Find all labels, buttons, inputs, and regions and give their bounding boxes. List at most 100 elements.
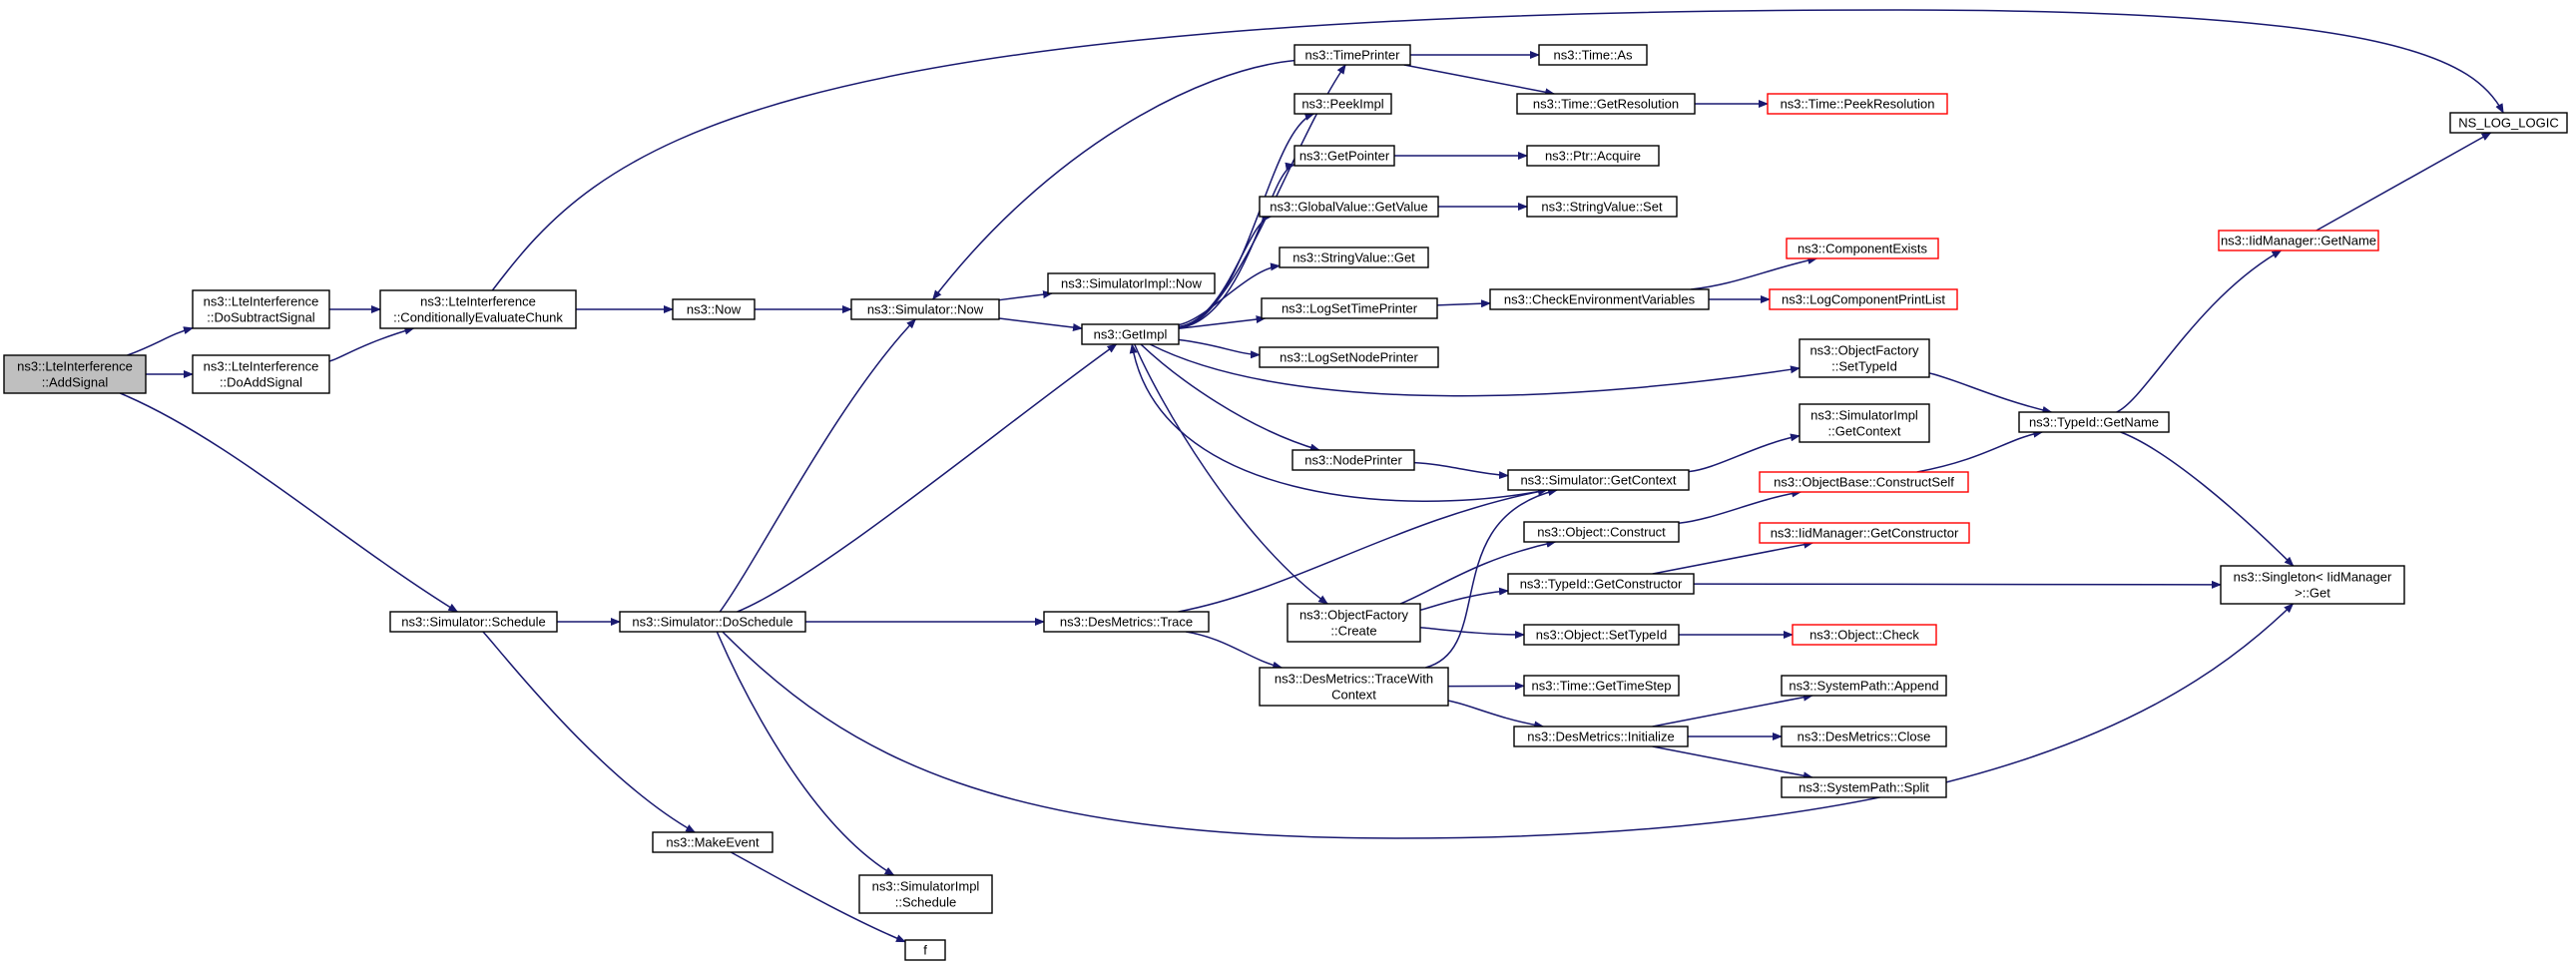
edge-ObjectFactoryCreate-to-ObjectConstruct [1399, 540, 1557, 605]
node-label: ::AddSignal [42, 375, 109, 390]
node-GlobalValueGetValue[interactable]: ns3::GlobalValue::GetValue [1259, 196, 1439, 218]
node-GetImpl[interactable]: ns3::GetImpl [1081, 323, 1180, 345]
node-LogComponentPrintList[interactable]: ns3::LogComponentPrintList [1769, 288, 1958, 310]
node-SimSchedule[interactable]: ns3::Simulator::Schedule [389, 611, 558, 633]
edge-GetImpl-to-GlobalValueGetValue [1178, 214, 1273, 328]
node-DesMetricsInitialize[interactable]: ns3::DesMetrics::Initialize [1513, 726, 1689, 747]
node-Now[interactable]: ns3::Now [672, 298, 756, 320]
node-label: ns3::PeekImpl [1301, 97, 1383, 112]
node-SystemPathAppend[interactable]: ns3::SystemPath::Append [1781, 675, 1947, 697]
node-label: ns3::Simulator::Now [867, 302, 984, 317]
node-box [1523, 675, 1680, 697]
node-box [1293, 93, 1392, 115]
edge-LogSetTimePrinter-to-CheckEnvVars [1436, 299, 1491, 308]
edge-GetImpl-to-LogSetNodePrinter [1178, 338, 1261, 359]
node-DesMetricsTrace[interactable]: ns3::DesMetrics::Trace [1043, 611, 1210, 633]
node-IidManagerGetName[interactable]: ns3::IidManager::GetName [2218, 230, 2379, 251]
node-GetPointer[interactable]: ns3::GetPointer [1293, 145, 1395, 167]
node-label: ns3::Object::SetTypeId [1536, 628, 1668, 643]
node-PeekImpl[interactable]: ns3::PeekImpl [1293, 93, 1392, 115]
node-SingletonGet[interactable]: ns3::Singleton< IidManager >::Get [2220, 565, 2405, 605]
node-MakeEvent[interactable]: ns3::MakeEvent [652, 831, 773, 853]
node-box [1759, 471, 1969, 493]
node-SimDoSchedule[interactable]: ns3::Simulator::DoSchedule [619, 611, 806, 633]
edge-NodePrinter-to-SimGetContext [1413, 461, 1509, 480]
node-DesMetricsClose[interactable]: ns3::DesMetrics::Close [1781, 726, 1947, 747]
node-box [1259, 346, 1439, 368]
node-box [1489, 288, 1710, 310]
node-box [1507, 573, 1695, 595]
node-box [1259, 667, 1449, 707]
node-box [672, 298, 756, 320]
node-SimImplSchedule[interactable]: ns3::SimulatorImpl::Schedule [858, 874, 993, 914]
node-box [192, 354, 330, 394]
node-SimImplGetContext[interactable]: ns3::SimulatorImpl::GetContext [1799, 403, 1930, 443]
node-NS_LOG_LOGIC[interactable]: NS_LOG_LOGIC [2449, 112, 2568, 134]
node-box [1769, 288, 1958, 310]
node-TimeAs[interactable]: ns3::Time::As [1538, 44, 1648, 66]
node-CondEvalChunk[interactable]: ns3::LteInterference::ConditionallyEvalu… [379, 289, 577, 329]
node-label: ns3::TypeId::GetConstructor [1520, 577, 1683, 592]
node-label: ns3::GlobalValue::GetValue [1270, 200, 1428, 215]
node-label: ns3::DesMetrics::Initialize [1527, 730, 1674, 744]
node-label: ns3::Ptr::Acquire [1545, 149, 1641, 164]
edge-DesMetricsTrace-to-SimGetContext [1178, 487, 1548, 613]
node-label: ns3::Time::GetTimeStep [1532, 679, 1672, 694]
node-box [1081, 323, 1180, 345]
node-SystemPathSplit[interactable]: ns3::SystemPath::Split [1781, 776, 1947, 798]
node-PtrAcquire[interactable]: ns3::Ptr::Acquire [1526, 145, 1660, 167]
node-box [1261, 297, 1438, 319]
node-TimePrinter[interactable]: ns3::TimePrinter [1293, 44, 1411, 66]
node-ObjectBaseConstructSelf[interactable]: ns3::ObjectBase::ConstructSelf [1759, 471, 1969, 493]
node-label: ns3::ObjectBase::ConstructSelf [1774, 475, 1954, 490]
node-ObjectCheck[interactable]: ns3::Object::Check [1792, 624, 1937, 646]
node-LogSetTimePrinter[interactable]: ns3::LogSetTimePrinter [1261, 297, 1438, 319]
node-LogSetNodePrinter[interactable]: ns3::LogSetNodePrinter [1259, 346, 1439, 368]
edge-ObjectFactorySetTypeId-to-TypeIdGetName [1928, 372, 2053, 414]
node-SimGetContext[interactable]: ns3::Simulator::GetContext [1507, 469, 1690, 491]
node-box [1507, 469, 1690, 491]
node-StringValueGet[interactable]: ns3::StringValue::Get [1279, 246, 1429, 268]
node-label: ns3::DesMetrics::Trace [1060, 615, 1193, 630]
node-CheckEnvVars[interactable]: ns3::CheckEnvironmentVariables [1489, 288, 1710, 310]
edge-SimSchedule-to-MakeEvent [482, 631, 697, 833]
node-box [2218, 230, 2379, 251]
node-ObjectSetTypeId[interactable]: ns3::Object::SetTypeId [1523, 624, 1680, 646]
node-DoSubtractSignal[interactable]: ns3::LteInterference::DoSubtractSignal [192, 289, 330, 329]
node-label: ::SetTypeId [1831, 359, 1897, 374]
node-TimePeekResolution[interactable]: ns3::Time::PeekResolution [1767, 93, 1948, 115]
node-ComponentExists[interactable]: ns3::ComponentExists [1786, 238, 1939, 259]
node-ObjectFactoryCreate[interactable]: ns3::ObjectFactory::Create [1287, 603, 1421, 643]
node-StringValueSet[interactable]: ns3::StringValue::Set [1526, 196, 1678, 218]
node-TimeGetTimeStep[interactable]: ns3::Time::GetTimeStep [1523, 675, 1680, 697]
node-f[interactable]: f [904, 939, 946, 961]
edge-TypeIdGetName-to-SingletonGet [2120, 431, 2295, 567]
node-box [1792, 624, 1937, 646]
node-NodePrinter[interactable]: ns3::NodePrinter [1291, 449, 1415, 471]
node-label: ::GetContext [1828, 424, 1901, 439]
edge-AddSignal-to-SimSchedule [120, 392, 459, 613]
node-label: ::DoAddSignal [220, 375, 302, 390]
node-label: ns3::NodePrinter [1304, 453, 1402, 468]
node-label: ns3::IidManager::GetConstructor [1771, 526, 1959, 541]
node-TypeIdGetName[interactable]: ns3::TypeId::GetName [2018, 411, 2170, 433]
node-ObjectFactorySetTypeId[interactable]: ns3::ObjectFactory::SetTypeId [1799, 338, 1930, 378]
node-SimNow[interactable]: ns3::Simulator::Now [850, 298, 1000, 320]
node-label: ns3::GetPointer [1299, 149, 1390, 164]
node-SimImplNow[interactable]: ns3::SimulatorImpl::Now [1047, 272, 1216, 294]
node-label: ns3::GetImpl [1094, 327, 1168, 342]
edge-TimePrinter-to-TimeGetResolution [1403, 64, 1556, 97]
node-IidManagerGetConstructor[interactable]: ns3::IidManager::GetConstructor [1759, 522, 1970, 544]
edge-ObjectConstruct-to-ObjectBaseConstructSelf [1678, 489, 1803, 525]
node-DoAddSignal[interactable]: ns3::LteInterference::DoAddSignal [192, 354, 330, 394]
node-label: ns3::Now [687, 302, 742, 317]
node-box [1799, 403, 1930, 443]
node-TypeIdGetConstructor[interactable]: ns3::TypeId::GetConstructor [1507, 573, 1695, 595]
edge-IidManagerGetName-to-NS_LOG_LOGIC [2316, 132, 2492, 232]
node-TimeGetResolution[interactable]: ns3::Time::GetResolution [1516, 93, 1696, 115]
node-ObjectConstruct[interactable]: ns3::Object::Construct [1523, 521, 1680, 543]
node-box [2220, 565, 2405, 605]
node-AddSignal[interactable]: ns3::LteInterference::AddSignal [3, 354, 147, 394]
